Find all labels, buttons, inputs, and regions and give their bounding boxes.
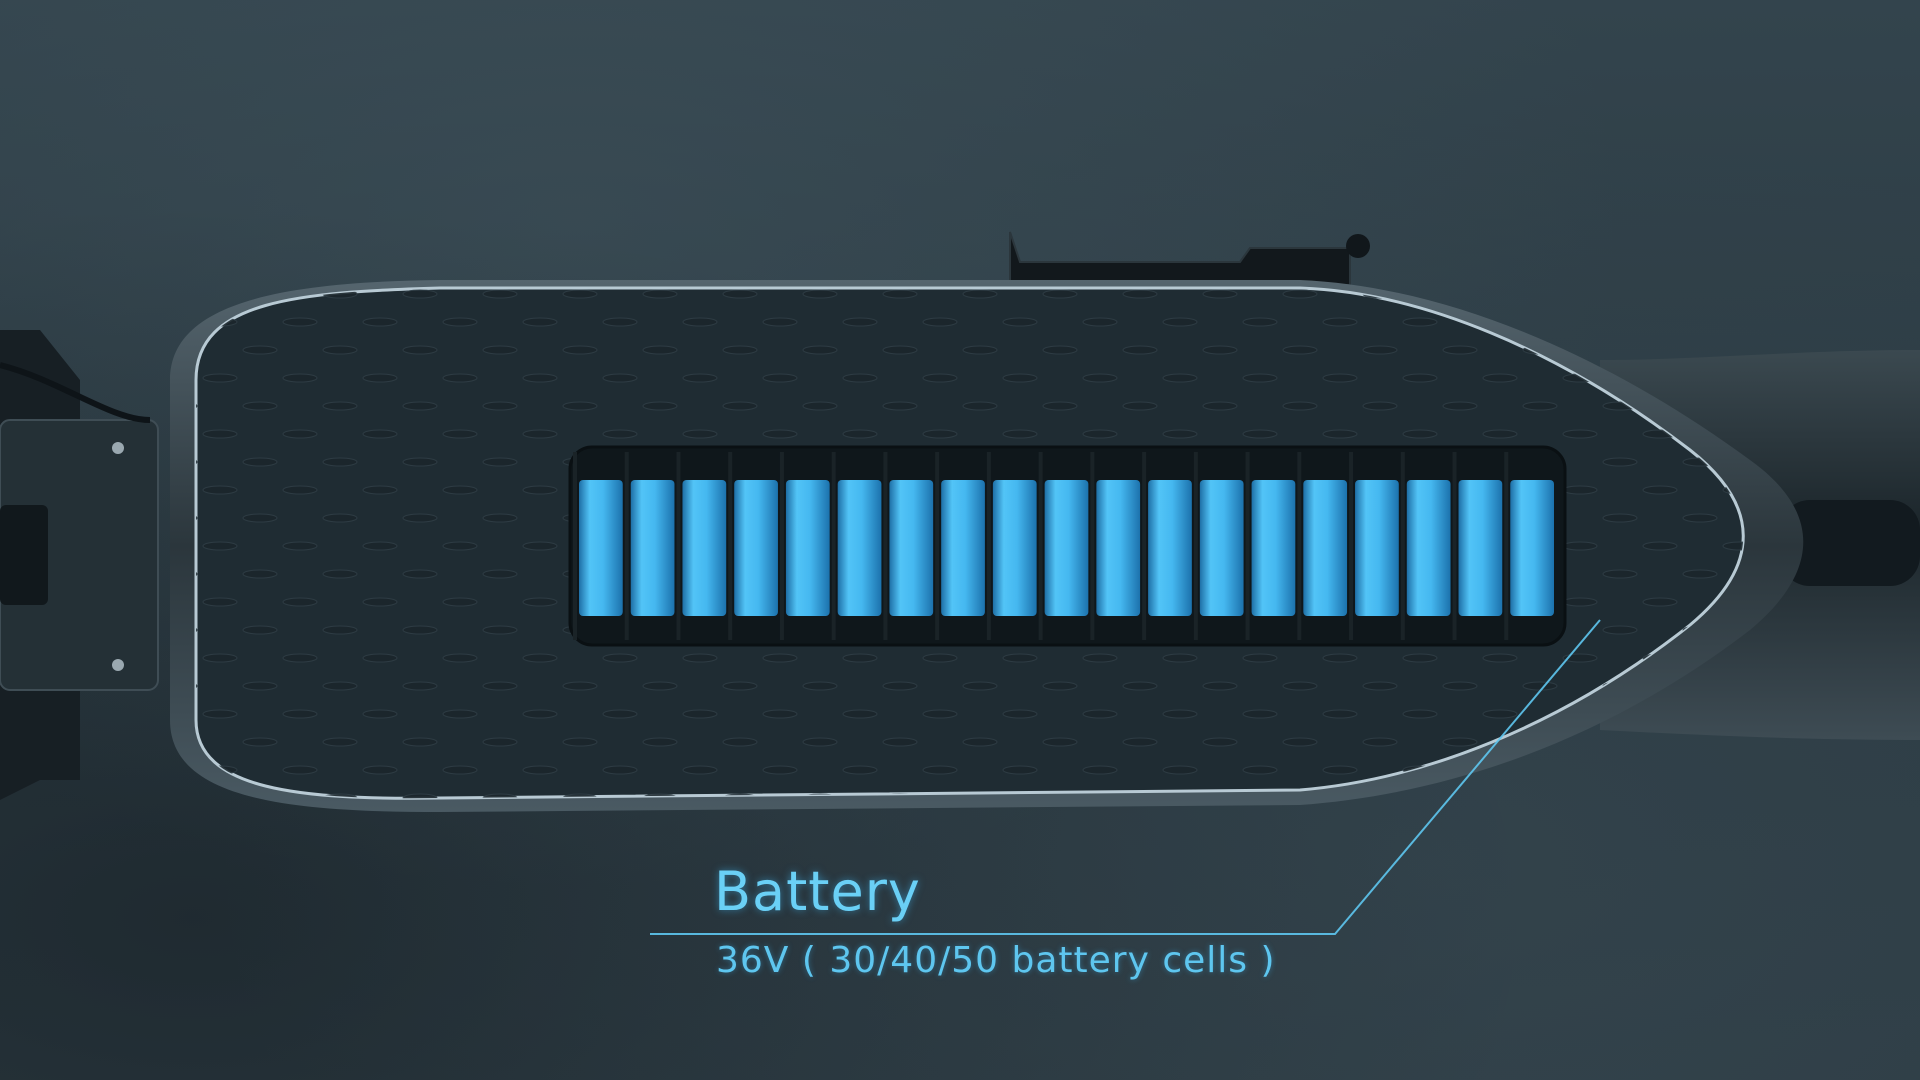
cell-separator [779, 452, 784, 640]
battery-title: Battery [714, 860, 921, 923]
battery-cell [941, 480, 985, 616]
battery-cell [1303, 480, 1348, 616]
battery-cell [1458, 480, 1503, 616]
cell-separator [1090, 452, 1095, 640]
battery-cell [889, 480, 934, 616]
battery-cell [992, 480, 1037, 616]
battery-cell [837, 480, 882, 616]
battery-cell [1199, 480, 1244, 616]
battery-cell [630, 480, 675, 616]
cell-separator [1452, 452, 1457, 640]
folding-hinge [0, 419, 159, 691]
callout-leader-line [650, 619, 1601, 935]
cell-separator [1038, 452, 1043, 640]
battery-cell [682, 480, 727, 616]
battery-cell [1510, 480, 1554, 616]
cell-separator [1504, 452, 1509, 640]
battery-cell [579, 480, 623, 616]
battery-cell [785, 480, 830, 616]
cell-separator [676, 452, 681, 640]
battery-cell [1148, 480, 1192, 616]
battery-cells [573, 452, 1554, 640]
cell-separator [1245, 452, 1250, 640]
cell-separator [1400, 452, 1405, 640]
rear-slot [1780, 500, 1920, 586]
battery-cell [1251, 480, 1296, 616]
cell-separator [883, 452, 888, 640]
battery-cell [1096, 480, 1141, 616]
cell-separator [1349, 452, 1354, 640]
cell-separator [986, 452, 991, 640]
cell-separator [624, 452, 629, 640]
battery-cell [734, 480, 778, 616]
cell-separator [935, 452, 940, 640]
battery-spec: 36V ( 30/40/50 battery cells ) [716, 940, 1276, 981]
cell-separator [728, 452, 733, 640]
cell-separator [1297, 452, 1302, 640]
cell-separator [831, 452, 836, 640]
cell-separator [1142, 452, 1147, 640]
cell-separator [573, 452, 577, 640]
battery-cell [1044, 480, 1089, 616]
cell-separator [1193, 452, 1198, 640]
battery-cell [1406, 480, 1451, 616]
battery-cell [1355, 480, 1399, 616]
